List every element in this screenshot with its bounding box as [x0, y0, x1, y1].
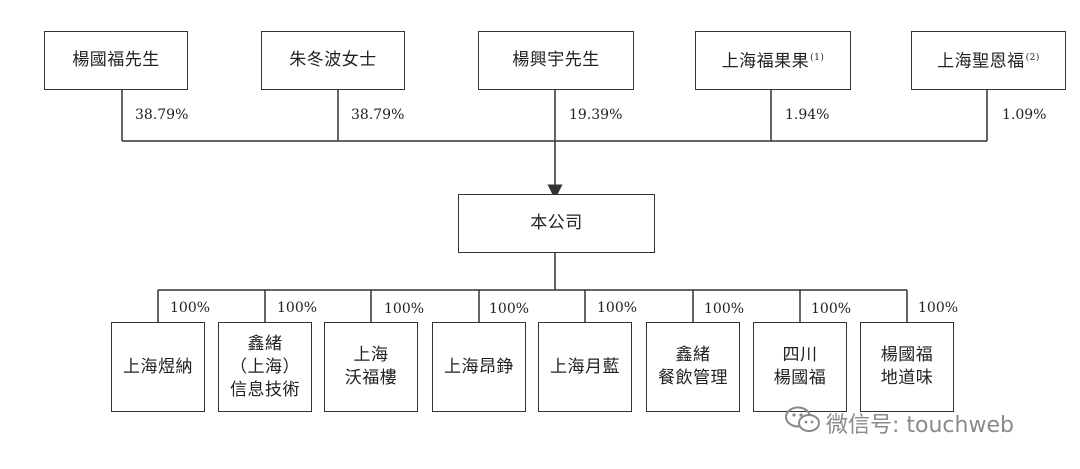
shareholding-pct: 1.09% [1002, 107, 1047, 123]
subsidiary-pct: 100% [597, 300, 638, 316]
shareholder-box-shanghai-shengenfu: 上海聖恩福(2) [911, 31, 1066, 90]
subsidiary-pct: 100% [918, 300, 959, 316]
shareholding-pct: 38.79% [135, 107, 189, 123]
subsidiary-name: 上海月藍 [550, 356, 620, 377]
subsidiary-box: 四川 楊國福 [753, 322, 847, 412]
shareholder-name: 上海福果果(1) [722, 47, 825, 74]
subsidiary-pct: 100% [384, 301, 425, 317]
shareholding-pct: 1.94% [785, 107, 830, 123]
shareholder-box-yang-guofu: 楊國福先生 [44, 31, 188, 90]
subsidiary-name: 上海 沃福樓 [344, 345, 398, 388]
subsidiary-pct: 100% [277, 300, 318, 316]
subsidiary-box: 鑫緒 餐飲管理 [646, 322, 740, 412]
watermark-text: 微信号: touchweb [826, 413, 1014, 438]
shareholder-box-zhu-dongbo: 朱冬波女士 [261, 31, 405, 90]
footnote-marker: (1) [810, 53, 825, 64]
subsidiary-name: 楊國福 地道味 [880, 345, 934, 388]
shareholding-pct: 38.79% [351, 107, 405, 123]
shareholder-name: 朱冬波女士 [289, 50, 377, 70]
subsidiary-name: 上海昂錚 [444, 356, 514, 377]
subsidiary-pct: 100% [170, 300, 211, 316]
shareholder-name-text: 上海聖恩福 [937, 51, 1025, 72]
subsidiary-box: 上海 沃福樓 [324, 322, 418, 412]
subsidiary-name: 鑫緒 （上海） 信息技術 [230, 333, 300, 400]
wechat-icon [784, 405, 822, 441]
subsidiary-box: 上海煜納 [111, 322, 205, 412]
subsidiary-pct: 100% [704, 301, 745, 317]
footnote-marker: (2) [1025, 53, 1040, 64]
company-name: 本公司 [530, 213, 583, 233]
shareholder-name: 楊國福先生 [72, 50, 160, 70]
subsidiary-box: 鑫緒 （上海） 信息技術 [218, 322, 312, 412]
shareholder-name: 楊興宇先生 [512, 50, 600, 70]
subsidiary-pct: 100% [811, 301, 852, 317]
shareholder-name: 上海聖恩福(2) [937, 47, 1040, 74]
subsidiary-pct: 100% [489, 301, 530, 317]
shareholder-box-yang-xingyu: 楊興宇先生 [478, 31, 634, 90]
subsidiary-name: 上海煜納 [123, 356, 193, 377]
shareholding-pct: 19.39% [569, 107, 623, 123]
subsidiary-box: 楊國福 地道味 [860, 322, 954, 412]
watermark: 微信号: touchweb [784, 405, 1014, 441]
shareholder-box-shanghai-fuguoguo: 上海福果果(1) [695, 31, 851, 90]
subsidiary-name: 鑫緒 餐飲管理 [658, 345, 728, 388]
company-box: 本公司 [458, 194, 655, 253]
shareholder-name-text: 上海福果果 [721, 51, 810, 72]
subsidiary-box: 上海月藍 [538, 322, 632, 412]
subsidiary-name: 四川 楊國福 [773, 345, 827, 388]
subsidiary-box: 上海昂錚 [432, 322, 526, 412]
